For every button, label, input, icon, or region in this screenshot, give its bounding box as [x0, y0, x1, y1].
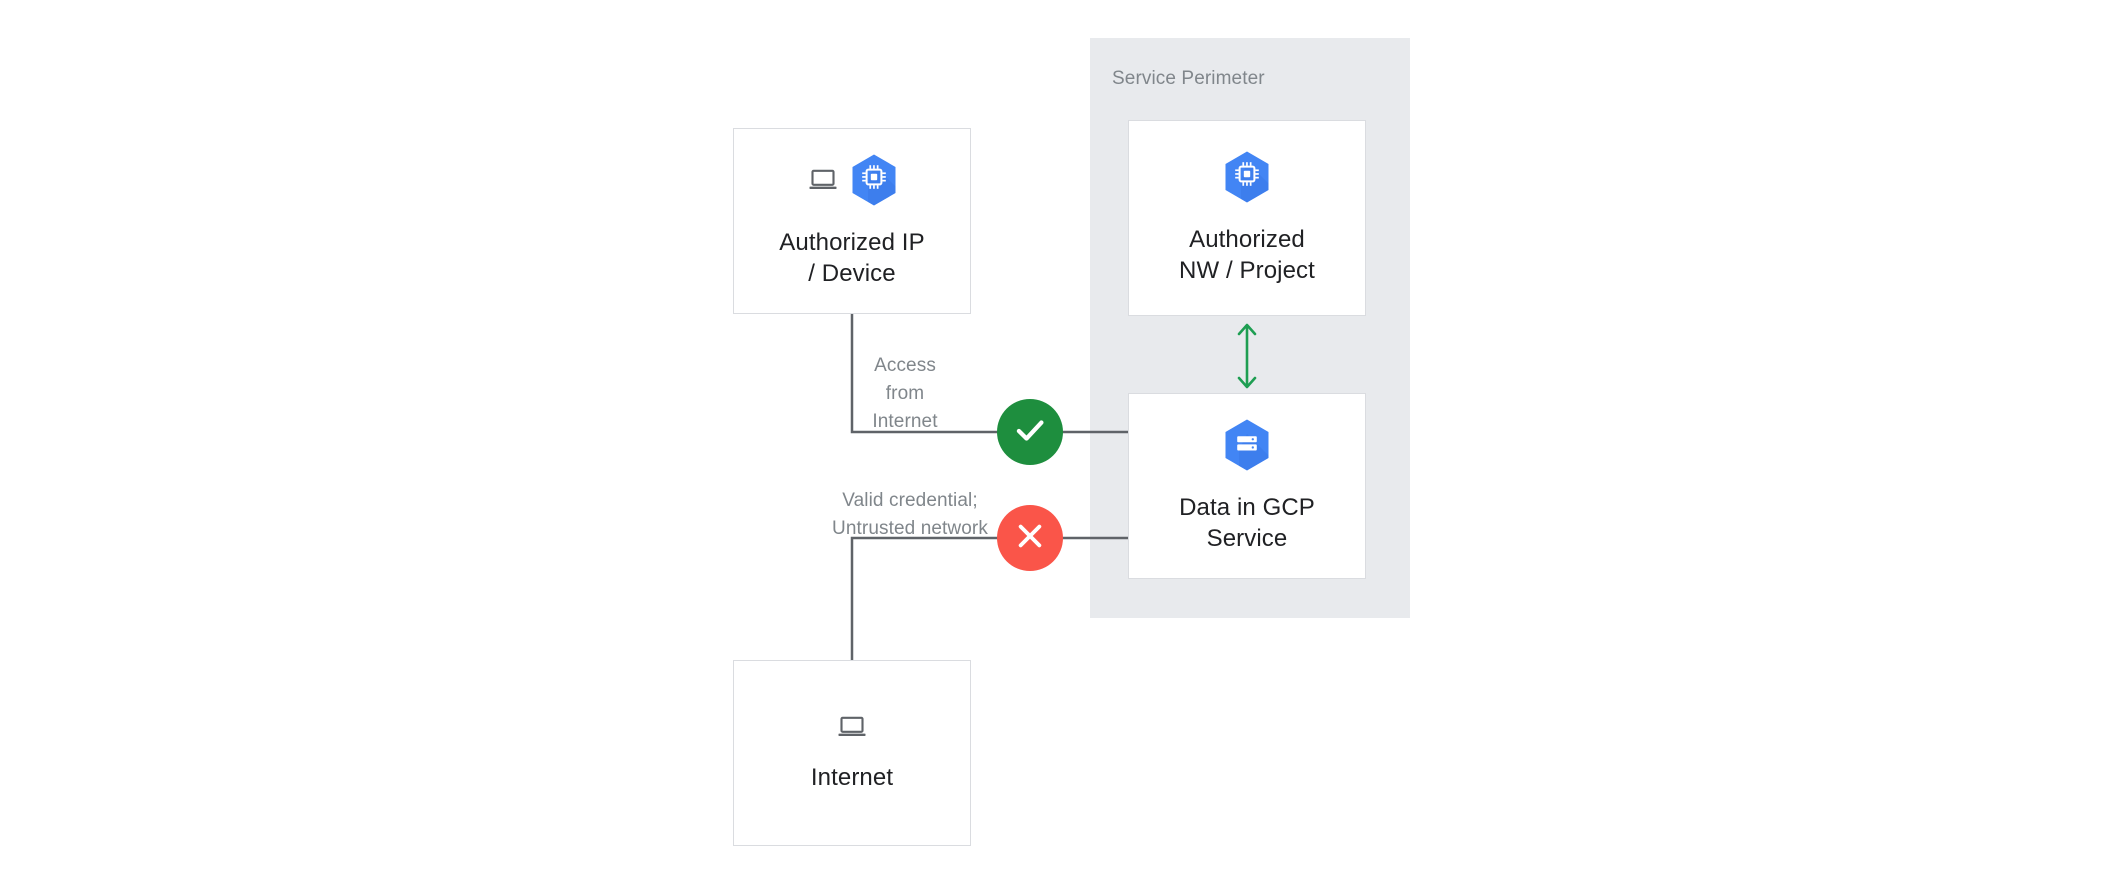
- status-badge-denied[interactable]: [997, 505, 1063, 571]
- wire-internet-to-data: [850, 536, 1128, 660]
- node-authorized-ip-device[interactable]: Authorized IP / Device: [733, 128, 971, 314]
- laptop-icon: [835, 712, 869, 747]
- close-icon: [1013, 519, 1047, 558]
- node-label: Data in GCP Service: [1179, 494, 1315, 552]
- edge-label-valid-credential-untrusted-network: Valid credential; Untrusted network: [832, 490, 988, 540]
- gcp-storage-hexagon-icon: [1223, 418, 1271, 477]
- node-icon-group: [835, 712, 869, 747]
- node-label: Authorized IP / Device: [779, 229, 925, 287]
- gcp-compute-hexagon-icon: [850, 153, 898, 212]
- status-badge-allowed[interactable]: [997, 399, 1063, 465]
- edge-label-access-from-internet: Access from Internet: [872, 355, 938, 433]
- laptop-icon: [806, 165, 840, 200]
- service-perimeter-label: Service Perimeter: [1112, 68, 1265, 89]
- node-icon-group: [806, 153, 898, 212]
- node-label: Internet: [810, 764, 894, 792]
- node-internet[interactable]: Internet: [733, 660, 971, 846]
- node-data-in-gcp-service[interactable]: Data in GCP Service: [1128, 393, 1366, 579]
- node-icon-group: [1223, 418, 1271, 477]
- node-icon-group: [1223, 150, 1271, 209]
- gcp-compute-hexagon-icon: [1223, 150, 1271, 209]
- node-authorized-nw-project[interactable]: Authorized NW / Project: [1128, 120, 1366, 316]
- check-icon: [1011, 411, 1049, 454]
- node-label: Authorized NW / Project: [1179, 226, 1315, 284]
